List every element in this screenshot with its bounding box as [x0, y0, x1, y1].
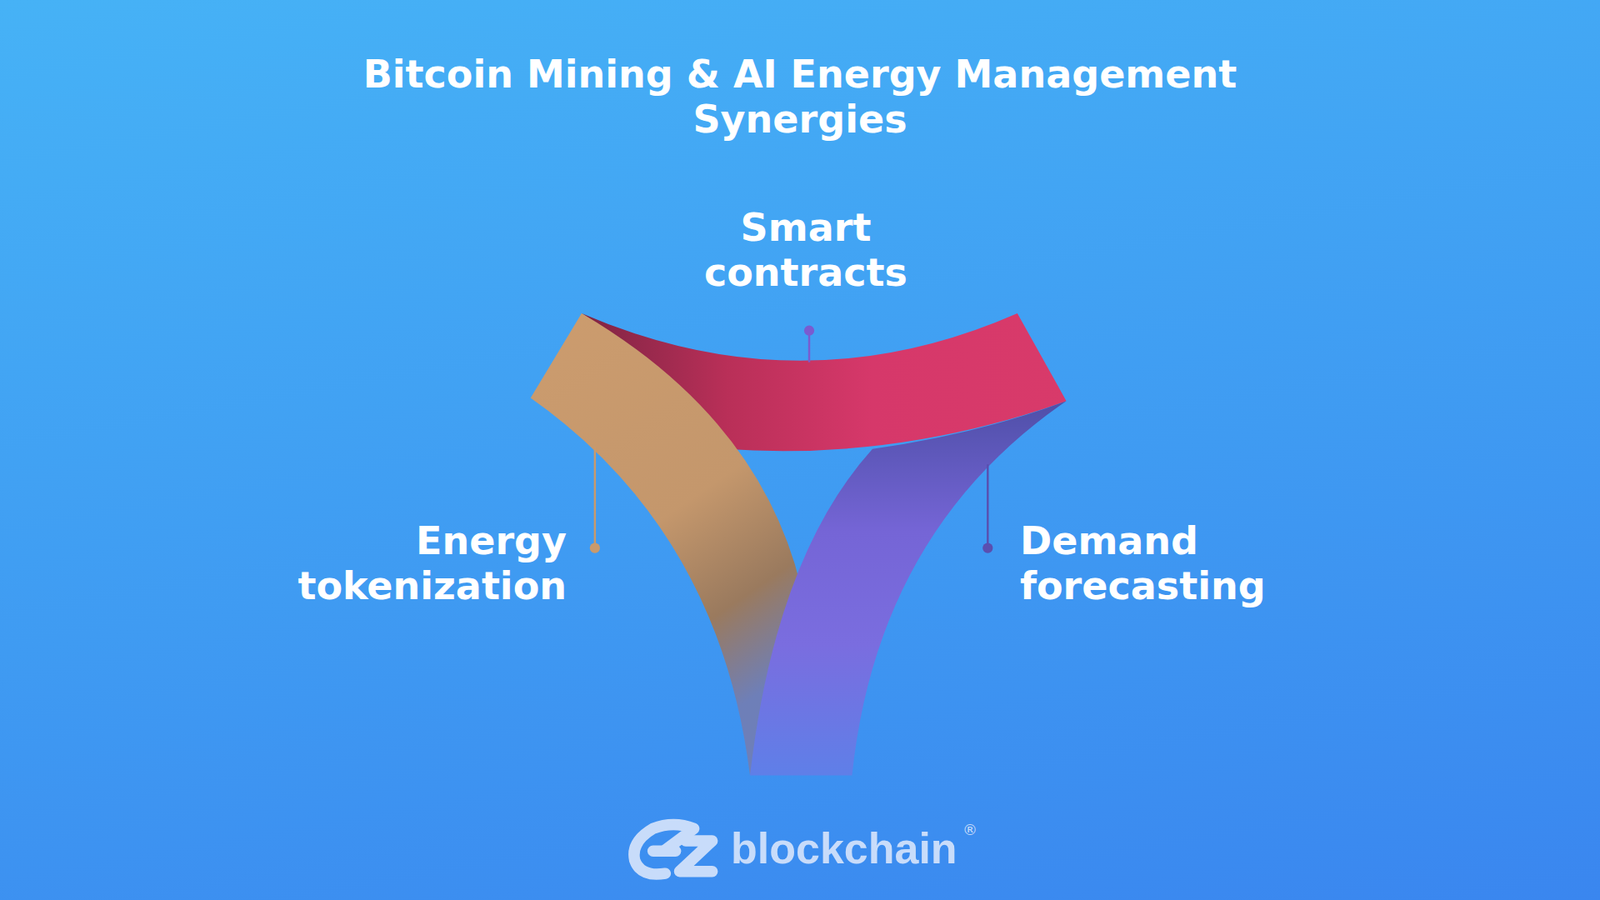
leader-dot	[982, 542, 993, 553]
purple-band	[750, 400, 1067, 775]
band-label: Energy tokenization	[233, 518, 567, 609]
diagram-title: Bitcoin Mining & AI Energy Management Sy…	[258, 51, 1342, 142]
leader-line	[986, 464, 989, 548]
ez-logo	[634, 824, 713, 875]
leader-dot	[804, 325, 815, 336]
leader-line	[594, 446, 596, 548]
leader-dot	[590, 542, 600, 553]
band-label: Demand forecasting	[1020, 518, 1354, 609]
band-label: Smart contracts	[668, 205, 944, 295]
registered-mark: ®	[962, 821, 978, 839]
brand-name: blockchain	[730, 823, 958, 874]
